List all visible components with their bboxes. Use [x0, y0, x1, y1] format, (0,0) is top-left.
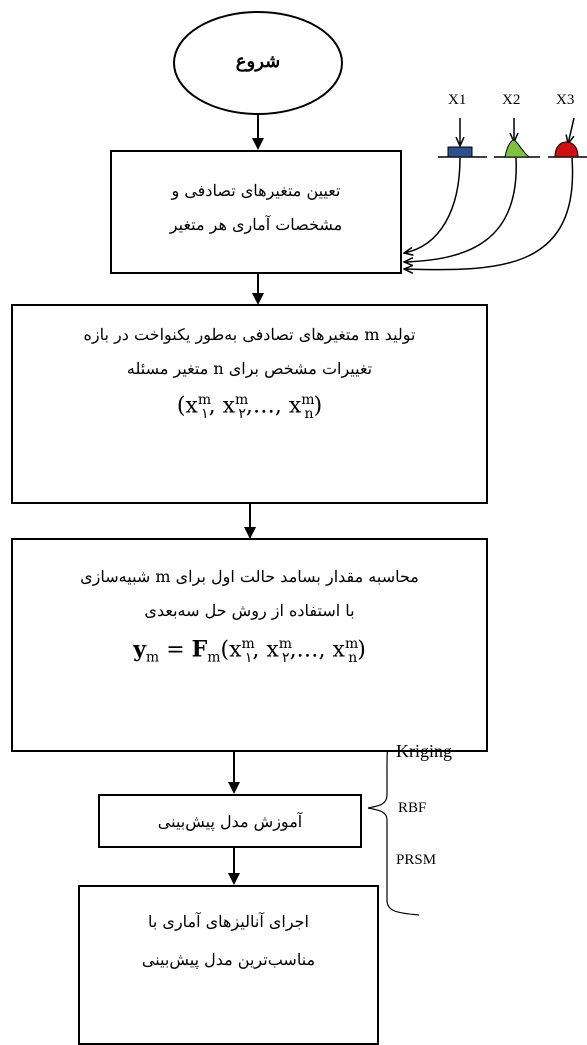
step1-line1: تعیین متغیرهای تصادفی و: [171, 181, 341, 200]
x1-label: X1: [448, 92, 467, 108]
step2-line1: تولید m متغیرهای تصادفی به‌طور یکنواخت د…: [83, 325, 416, 344]
step5-box: اجرای آنالیزهای آماری با مناسب‌ترین مدل …: [78, 885, 379, 1045]
step5-line1: اجرای آنالیزهای آماری با: [148, 912, 309, 931]
step2-box: تولید m متغیرهای تصادفی به‌طور یکنواخت د…: [11, 304, 488, 504]
step3-line2: با استفاده از روش حل سه‌بعدی: [144, 601, 355, 620]
start-label: شروع: [235, 51, 281, 72]
step3-box: محاسبه مقدار بسامد حالت اول برای m شبیه‌…: [11, 538, 488, 752]
step2-line2: تغییرات مشخص برای n متغیر مسئله: [126, 359, 373, 378]
x2-distribution-shape: [504, 139, 531, 158]
x3-arrow: [568, 117, 575, 144]
x3-label: X3: [556, 92, 575, 108]
model-kriging: Kriging: [396, 741, 452, 761]
models-brace: [367, 732, 420, 916]
step3-line1: محاسبه مقدار بسامد حالت اول برای m شبیه‌…: [80, 567, 419, 586]
step3-formula: ym = Fm(xm۱, xm۲,…, xmn): [133, 636, 366, 666]
x1-connector: [404, 157, 461, 253]
x3-connector: [404, 157, 574, 270]
step4-box: آموزش مدل پیش‌بینی: [98, 794, 362, 848]
model-rbf: RBF: [398, 800, 427, 816]
model-prsm: PRSM: [396, 852, 437, 868]
step4-line1: آموزش مدل پیش‌بینی: [157, 812, 303, 831]
step1-box: تعیین متغیرهای تصادفی و مشخصات آماری هر …: [110, 150, 402, 274]
x3-distribution-shape: [554, 141, 579, 158]
step2-formula: (xm۱, xm۲,…, xmn): [176, 392, 323, 422]
x2-connector: [404, 157, 517, 262]
step1-line2: مشخصات آماری هر متغیر: [169, 215, 343, 234]
x1-distribution-shape: [447, 146, 473, 158]
step5-line2: مناسب‌ترین مدل پیش‌بینی: [141, 950, 316, 969]
x2-label: X2: [502, 92, 521, 108]
